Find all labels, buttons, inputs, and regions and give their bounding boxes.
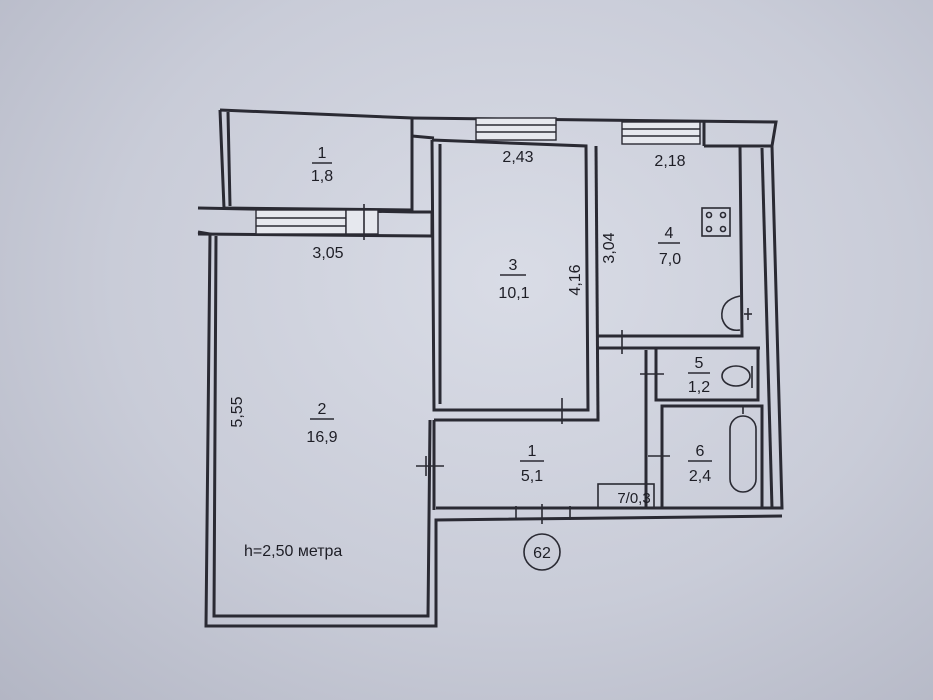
dim-kitchen-width: 2,18 (654, 153, 685, 170)
room-3-number: 3 (509, 257, 518, 274)
interior-walls (430, 138, 764, 510)
ceiling-height: h=2,50 метра (244, 543, 342, 560)
room-1-number: 1 (318, 145, 327, 162)
room-6-number: 6 (696, 443, 705, 460)
windows (255, 117, 701, 235)
balcony-door (345, 209, 379, 235)
dim-bedroom-depth: 4,16 (567, 264, 584, 295)
dim-living-width: 3,05 (312, 245, 343, 262)
hallway-number: 1 (528, 443, 537, 460)
window-kitchen (621, 121, 701, 145)
stove-icon (701, 207, 731, 237)
room-4-number: 4 (665, 225, 674, 242)
dim-bedroom-width: 2,43 (502, 149, 533, 166)
apartment-number-marker: 62 (523, 533, 561, 571)
window-living (255, 209, 347, 235)
apartment-number: 62 (533, 545, 551, 562)
closet-label: 7/0,3 (617, 490, 650, 507)
dim-living-depth: 5,55 (229, 396, 246, 427)
toilet-icon (721, 365, 751, 387)
room-5-area: 1,2 (688, 379, 710, 396)
room-2-area: 16,9 (306, 429, 337, 446)
bathtub-icon (729, 415, 757, 493)
fixtures (701, 207, 757, 493)
sink-icon (721, 295, 741, 332)
door-marks (363, 204, 670, 524)
room-labels: 1 1,8 2 16,9 3 10,1 4 7,0 5 1,2 6 2,4 1 … (306, 145, 712, 507)
room-2-number: 2 (318, 401, 327, 418)
dim-kitchen-depth: 3,04 (601, 232, 618, 263)
room-4-area: 7,0 (659, 251, 681, 268)
hallway-area: 5,1 (521, 468, 543, 485)
room-1-area: 1,8 (311, 168, 333, 185)
room-3-area: 10,1 (498, 285, 529, 302)
dimension-labels: 2,43 2,18 3,05 4,16 3,04 5,55 (229, 149, 686, 428)
window-bedroom (475, 117, 557, 141)
room-6-area: 2,4 (689, 468, 711, 485)
room-5-number: 5 (695, 355, 704, 372)
